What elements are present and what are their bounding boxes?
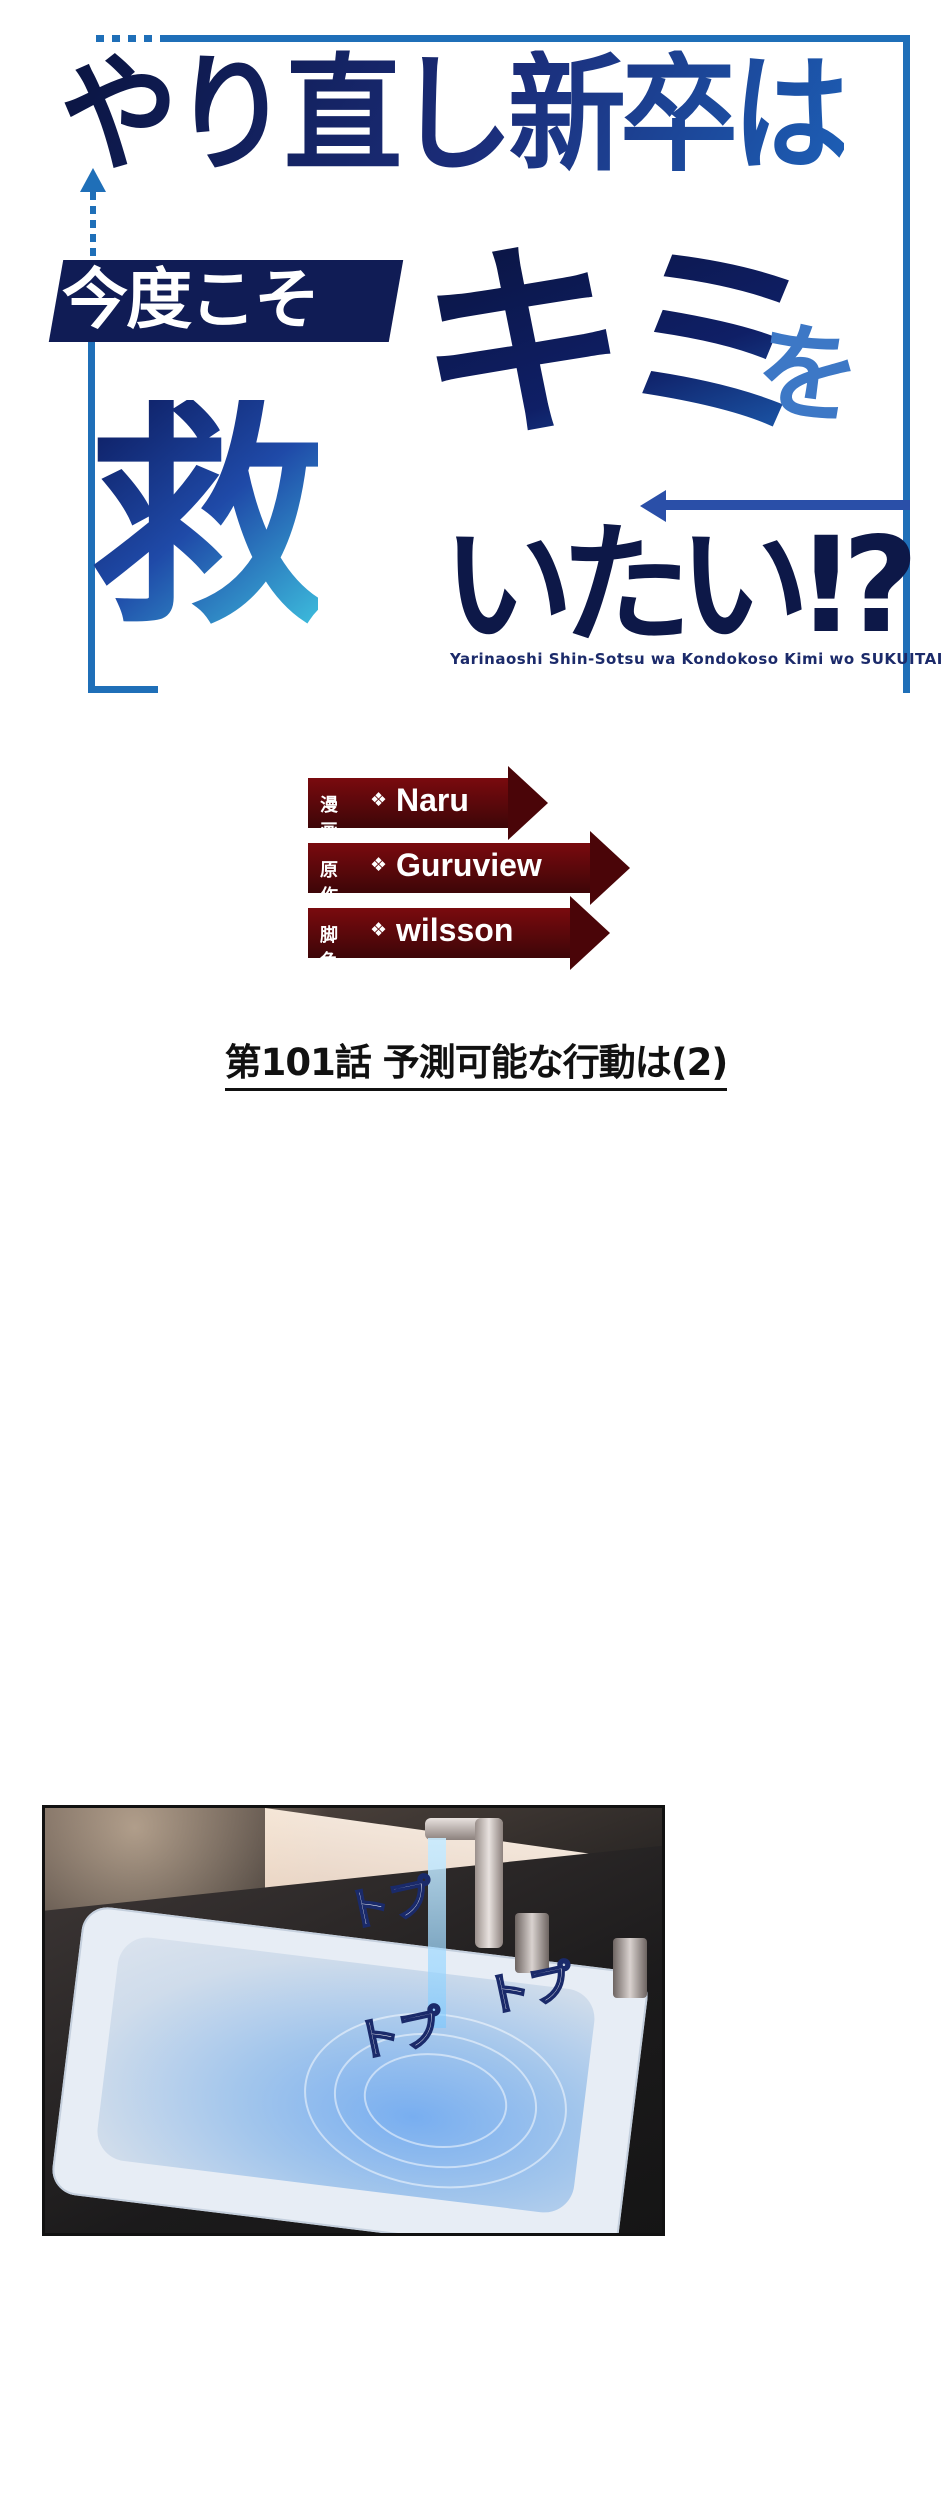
logo-line-5: 救 xyxy=(90,380,328,657)
left-arrow-icon xyxy=(640,490,666,522)
chapter-title: 第101話 予測可能な行動は(2) xyxy=(0,1032,952,1091)
chapter-title-text: 第101話 予測可能な行動は(2) xyxy=(224,1041,728,1091)
arrow-right-icon xyxy=(570,896,610,970)
credit-name: Guruview xyxy=(396,847,542,883)
credit-role: 漫画 xyxy=(320,795,338,842)
diamond-icon: ❖ xyxy=(370,854,388,876)
arrow-right-icon xyxy=(590,831,630,905)
credit-role: 脚色 xyxy=(320,925,338,972)
logo-romaji: Yarinaoshi Shin-Sotsu wa Kondokoso Kimi … xyxy=(450,650,943,668)
logo-frame-bottom xyxy=(88,686,158,693)
up-arrow-shaft xyxy=(90,192,96,262)
logo-line-3: キミ xyxy=(418,222,824,467)
faucet xyxy=(475,1818,503,1948)
arrow-right-icon xyxy=(508,766,548,840)
credit-name: wilsson xyxy=(396,912,514,948)
faucet-knob xyxy=(613,1938,647,1998)
credit-banner xyxy=(308,843,590,893)
up-arrow-icon xyxy=(80,168,106,192)
logo-line-6: いたい!? xyxy=(442,509,919,663)
series-logo: やり直し新卒は 今度こそ キミ を 救 いたい!? Yarinaoshi Shi… xyxy=(0,0,952,720)
diamond-icon: ❖ xyxy=(370,789,388,811)
logo-line-2: 今度こそ xyxy=(62,261,320,338)
logo-line-1: やり直し新卒は xyxy=(60,39,850,189)
left-arrow-shaft xyxy=(666,500,910,510)
comic-panel-sink: トプ トプ トプ xyxy=(42,1805,665,2236)
water-stream xyxy=(428,1838,446,2028)
credit-role: 原作 xyxy=(320,860,338,907)
diamond-icon: ❖ xyxy=(370,919,388,941)
credit-name: Naru xyxy=(396,782,469,818)
faucet-knob xyxy=(515,1913,549,1973)
credit-banner xyxy=(308,908,570,958)
logo-line-4: を xyxy=(748,306,868,442)
credit-banner xyxy=(308,778,508,828)
logo-frame-left xyxy=(88,260,95,690)
logo-frame xyxy=(88,35,910,693)
